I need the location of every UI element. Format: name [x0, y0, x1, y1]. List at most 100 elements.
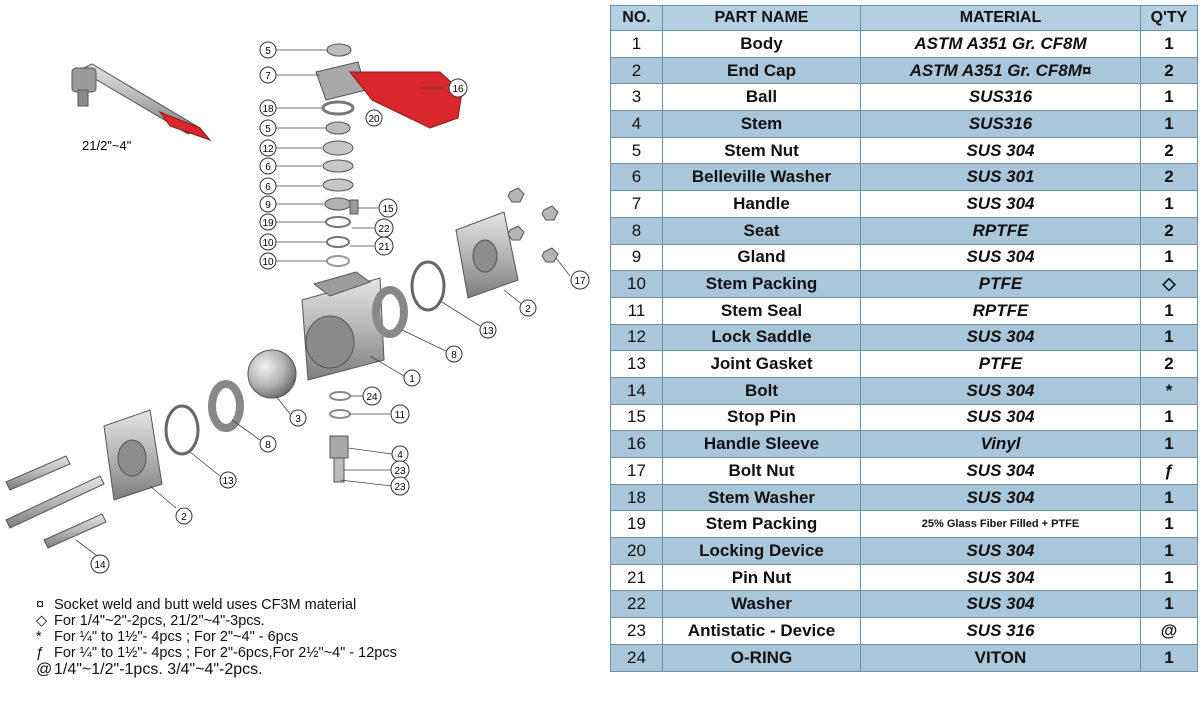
- svg-text:1: 1: [409, 374, 415, 385]
- callout-24: 24: [362, 386, 382, 406]
- svg-text:17: 17: [574, 276, 586, 287]
- cell-no: 5: [610, 136, 663, 165]
- cell-qty: 1: [1140, 510, 1198, 539]
- cell-qty: 1: [1140, 483, 1198, 512]
- footnotes: ¤Socket weld and butt weld uses CF3M mat…: [36, 597, 606, 678]
- svg-text:4: 4: [397, 450, 403, 461]
- handle-size-label: 21/2"~4": [82, 138, 132, 153]
- cell-part-name: Stem Packing: [662, 270, 861, 298]
- cell-part-name: Lock Saddle: [662, 323, 861, 352]
- stem-stack-icon: [315, 43, 463, 267]
- svg-text:16: 16: [452, 84, 464, 95]
- svg-text:8: 8: [451, 350, 457, 361]
- callout-1: 1: [403, 369, 421, 387]
- cell-part-name: Bolt: [662, 376, 861, 405]
- cell-qty: 2: [1140, 163, 1198, 192]
- ball-icon: [247, 349, 297, 399]
- cell-qty: 2: [1140, 216, 1198, 245]
- cell-part-name: O-RING: [662, 643, 861, 672]
- cell-part-name: Locking Device: [662, 537, 861, 565]
- callout-18: 18: [259, 99, 277, 117]
- seat-left-icon: [208, 380, 244, 432]
- callout-4: 4: [391, 445, 409, 463]
- cell-part-name: Ball: [662, 83, 861, 112]
- cell-no: 17: [610, 457, 663, 485]
- header-part-name: PART NAME: [662, 5, 861, 31]
- cell-part-name: Antistatic - Device: [662, 617, 861, 645]
- svg-text:2: 2: [181, 512, 187, 523]
- bolts-icon: [5, 455, 107, 549]
- callout-14: 14: [90, 554, 110, 574]
- cell-qty: ◇: [1140, 270, 1198, 298]
- leader-lines: [75, 49, 571, 559]
- callout-5a: 5: [259, 41, 277, 59]
- callout-12: 12: [259, 139, 277, 157]
- cell-part-name: Bolt Nut: [662, 457, 861, 485]
- svg-text:5: 5: [265, 124, 271, 135]
- cell-part-name: Washer: [662, 590, 861, 619]
- cell-qty: 1: [1140, 110, 1198, 138]
- callout-13b: 13: [219, 471, 237, 489]
- seat-right-icon: [372, 286, 408, 338]
- valve-body-icon: [301, 271, 385, 381]
- callout-15: 15: [378, 198, 398, 218]
- svg-text:6: 6: [265, 162, 271, 173]
- cell-no: 22: [610, 590, 663, 619]
- cell-qty: 1: [1140, 403, 1198, 432]
- svg-text:9: 9: [265, 200, 271, 211]
- cell-no: 10: [610, 270, 663, 298]
- cell-material: PTFE: [860, 350, 1141, 378]
- cell-material: SUS 304: [860, 403, 1141, 432]
- callout-23a: 23: [390, 460, 410, 480]
- cell-material: RPTFE: [860, 296, 1141, 325]
- end-cap-left-icon: [103, 409, 163, 501]
- svg-text:22: 22: [378, 224, 390, 235]
- cell-material: PTFE: [860, 270, 1141, 298]
- callout-6b: 6: [259, 177, 277, 195]
- callout-11: 11: [390, 404, 410, 424]
- cell-no: 23: [610, 617, 663, 645]
- cell-no: 1: [610, 30, 663, 58]
- cell-qty: 1: [1140, 243, 1198, 272]
- svg-text:2: 2: [525, 304, 531, 315]
- header-material: MATERIAL: [860, 5, 1141, 31]
- cell-qty: 1: [1140, 563, 1198, 592]
- callout-9: 9: [259, 195, 277, 213]
- cell-part-name: Stem Washer: [662, 483, 861, 512]
- bolt-nuts-icon: [507, 187, 559, 263]
- cell-qty: *: [1140, 376, 1198, 405]
- cell-no: 13: [610, 350, 663, 378]
- cell-no: 8: [610, 216, 663, 245]
- svg-text:12: 12: [262, 144, 274, 155]
- cell-material: Vinyl: [860, 430, 1141, 458]
- svg-text:3: 3: [295, 414, 301, 425]
- cell-material: SUS 301: [860, 163, 1141, 192]
- cell-qty: 1: [1140, 296, 1198, 325]
- svg-text:8: 8: [265, 440, 271, 451]
- cell-no: 24: [610, 643, 663, 672]
- exploded-view-diagram: 21/2"~4": [5, 41, 590, 574]
- cell-material: SUS316: [860, 110, 1141, 138]
- cell-no: 9: [610, 243, 663, 272]
- cell-part-name: Joint Gasket: [662, 350, 861, 378]
- svg-text:5: 5: [265, 46, 271, 57]
- callout-20: 20: [365, 109, 383, 127]
- cell-qty: 2: [1140, 136, 1198, 165]
- note-antistatic: @1/4"~1/2"-1pcs. 3/4"~4"-2pcs.: [36, 661, 263, 678]
